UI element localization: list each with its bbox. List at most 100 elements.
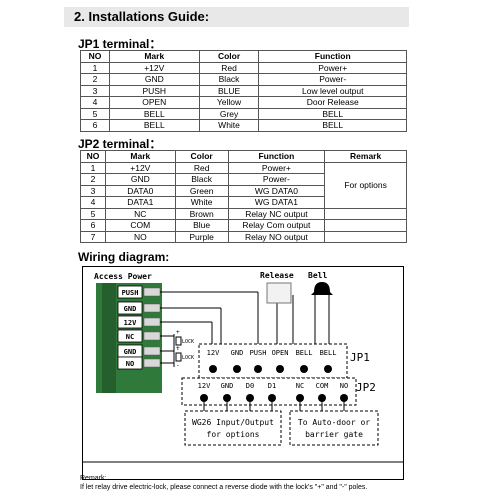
jp2-cell: Green xyxy=(174,184,229,197)
jp2-header-cell: NO xyxy=(80,150,106,163)
jp1-cell: Yellow xyxy=(198,96,260,109)
jp2-cell: 5 xyxy=(80,207,106,220)
wg26-line-2: for options xyxy=(207,430,260,439)
jp2-cell: Relay NC output xyxy=(227,207,326,220)
jp2-terminal-dot xyxy=(200,394,208,402)
left-terminal-label: 12V xyxy=(124,319,137,327)
left-terminal-box xyxy=(117,301,143,315)
jp2-terminal-dot xyxy=(268,394,276,402)
jp1-terminal-dot xyxy=(209,365,217,373)
left-terminal-label: GND xyxy=(124,305,137,313)
jp2-terminal-label: GND xyxy=(221,382,234,390)
jp1-cell: Black xyxy=(198,73,260,86)
lock-label: LOCK xyxy=(182,339,194,345)
remark-text: If let relay drive electric-lock, please… xyxy=(80,484,368,491)
left-terminal-box xyxy=(117,329,143,343)
jp1-cell: Red xyxy=(198,61,260,74)
jp1-label: JP1 xyxy=(350,351,370,364)
jp2-cell: 1 xyxy=(80,161,106,174)
jp2-cell: NO xyxy=(104,230,176,243)
jp2-terminal-label: 12V xyxy=(198,382,211,390)
jp1-header-cell: Function xyxy=(258,50,407,63)
wiring-title: Wiring diagram: xyxy=(78,250,170,264)
plus-sign: + xyxy=(176,329,180,336)
lock-icon xyxy=(175,352,182,362)
jp2-header-cell: Mark xyxy=(104,150,176,163)
jp1-cell: BLUE xyxy=(198,84,260,97)
jp2-terminal-dot xyxy=(318,394,326,402)
release-button-icon xyxy=(266,282,292,304)
jp1-cell: Power- xyxy=(258,73,407,86)
jp1-terminal-label: BELL xyxy=(320,349,337,357)
plus-sign: + xyxy=(176,345,180,352)
jp2-terminal-dot xyxy=(340,394,348,402)
jp1-cell: BELL xyxy=(108,119,200,132)
screw-terminal xyxy=(143,287,161,297)
remark-title: Remark: xyxy=(80,475,107,482)
jp1-cell: 5 xyxy=(80,107,110,120)
jp2-cell: White xyxy=(174,196,229,209)
jp1-cell: Grey xyxy=(198,107,260,120)
jp1-terminal-label: OPEN xyxy=(272,349,289,357)
jp2-cell: 3 xyxy=(80,184,106,197)
jp2-terminal-dot xyxy=(246,394,254,402)
jp2-cell: 6 xyxy=(80,219,106,232)
auto-door-line-1: To Auto-door or xyxy=(298,418,370,427)
jp2-cell: Relay Com output xyxy=(227,219,326,232)
minus-sign: - xyxy=(176,346,180,353)
jp2-cell: Brown xyxy=(174,207,229,220)
jp2-header-cell: Color xyxy=(174,150,229,163)
jp1-terminal-dot xyxy=(324,365,332,373)
jp1-terminal-label: 12V xyxy=(207,349,220,357)
board-edge xyxy=(102,283,116,393)
jp2-terminal-dot xyxy=(223,394,231,402)
jp2-cell: DATA1 xyxy=(104,196,176,209)
jp1-cell: 4 xyxy=(80,96,110,109)
jp1-cell: OPEN xyxy=(108,96,200,109)
jp2-cell: GND xyxy=(104,173,176,186)
jp2-remark-cell: For options xyxy=(324,161,407,209)
jp2-title: JP2 terminal： xyxy=(78,137,162,151)
jp2-terminal-label: COM xyxy=(316,382,329,390)
jp2-terminal-label: D0 xyxy=(246,382,254,390)
jp1-terminal-dot xyxy=(276,365,284,373)
jp2-terminal-label: NC xyxy=(296,382,304,390)
access-power-label: Access Power xyxy=(94,272,152,281)
screw-terminal xyxy=(143,331,161,341)
jp2-cell: 7 xyxy=(80,230,106,243)
jp2-cell: WG DATA1 xyxy=(227,196,326,209)
left-terminal-box xyxy=(117,285,143,299)
wg26-box xyxy=(184,410,282,446)
jp1-terminal-label: PUSH xyxy=(250,349,267,357)
jp1-cell: Power+ xyxy=(258,61,407,74)
jp1-terminal-dot xyxy=(254,365,262,373)
jp2-cell: NC xyxy=(104,207,176,220)
jp1-cell: BELL xyxy=(108,107,200,120)
screw-terminal xyxy=(143,303,161,313)
jp2-cell: +12V xyxy=(104,161,176,174)
auto-door-box xyxy=(289,410,379,446)
jp2-cell: DATA0 xyxy=(104,184,176,197)
left-terminal-label: GND xyxy=(124,348,137,356)
jp2-remark-empty xyxy=(324,230,407,243)
jp1-cell: BELL xyxy=(258,119,407,132)
jp2-cell: Power+ xyxy=(227,161,326,174)
jp2-terminal-dot xyxy=(296,394,304,402)
jp1-cell: 2 xyxy=(80,73,110,86)
jp2-cell: 4 xyxy=(80,196,106,209)
jp1-cell: GND xyxy=(108,73,200,86)
screw-terminal xyxy=(143,317,161,327)
bell-label: Bell xyxy=(308,271,327,280)
jp2-terminal-label: NO xyxy=(340,382,348,390)
jp1-cell: Low level output xyxy=(258,84,407,97)
